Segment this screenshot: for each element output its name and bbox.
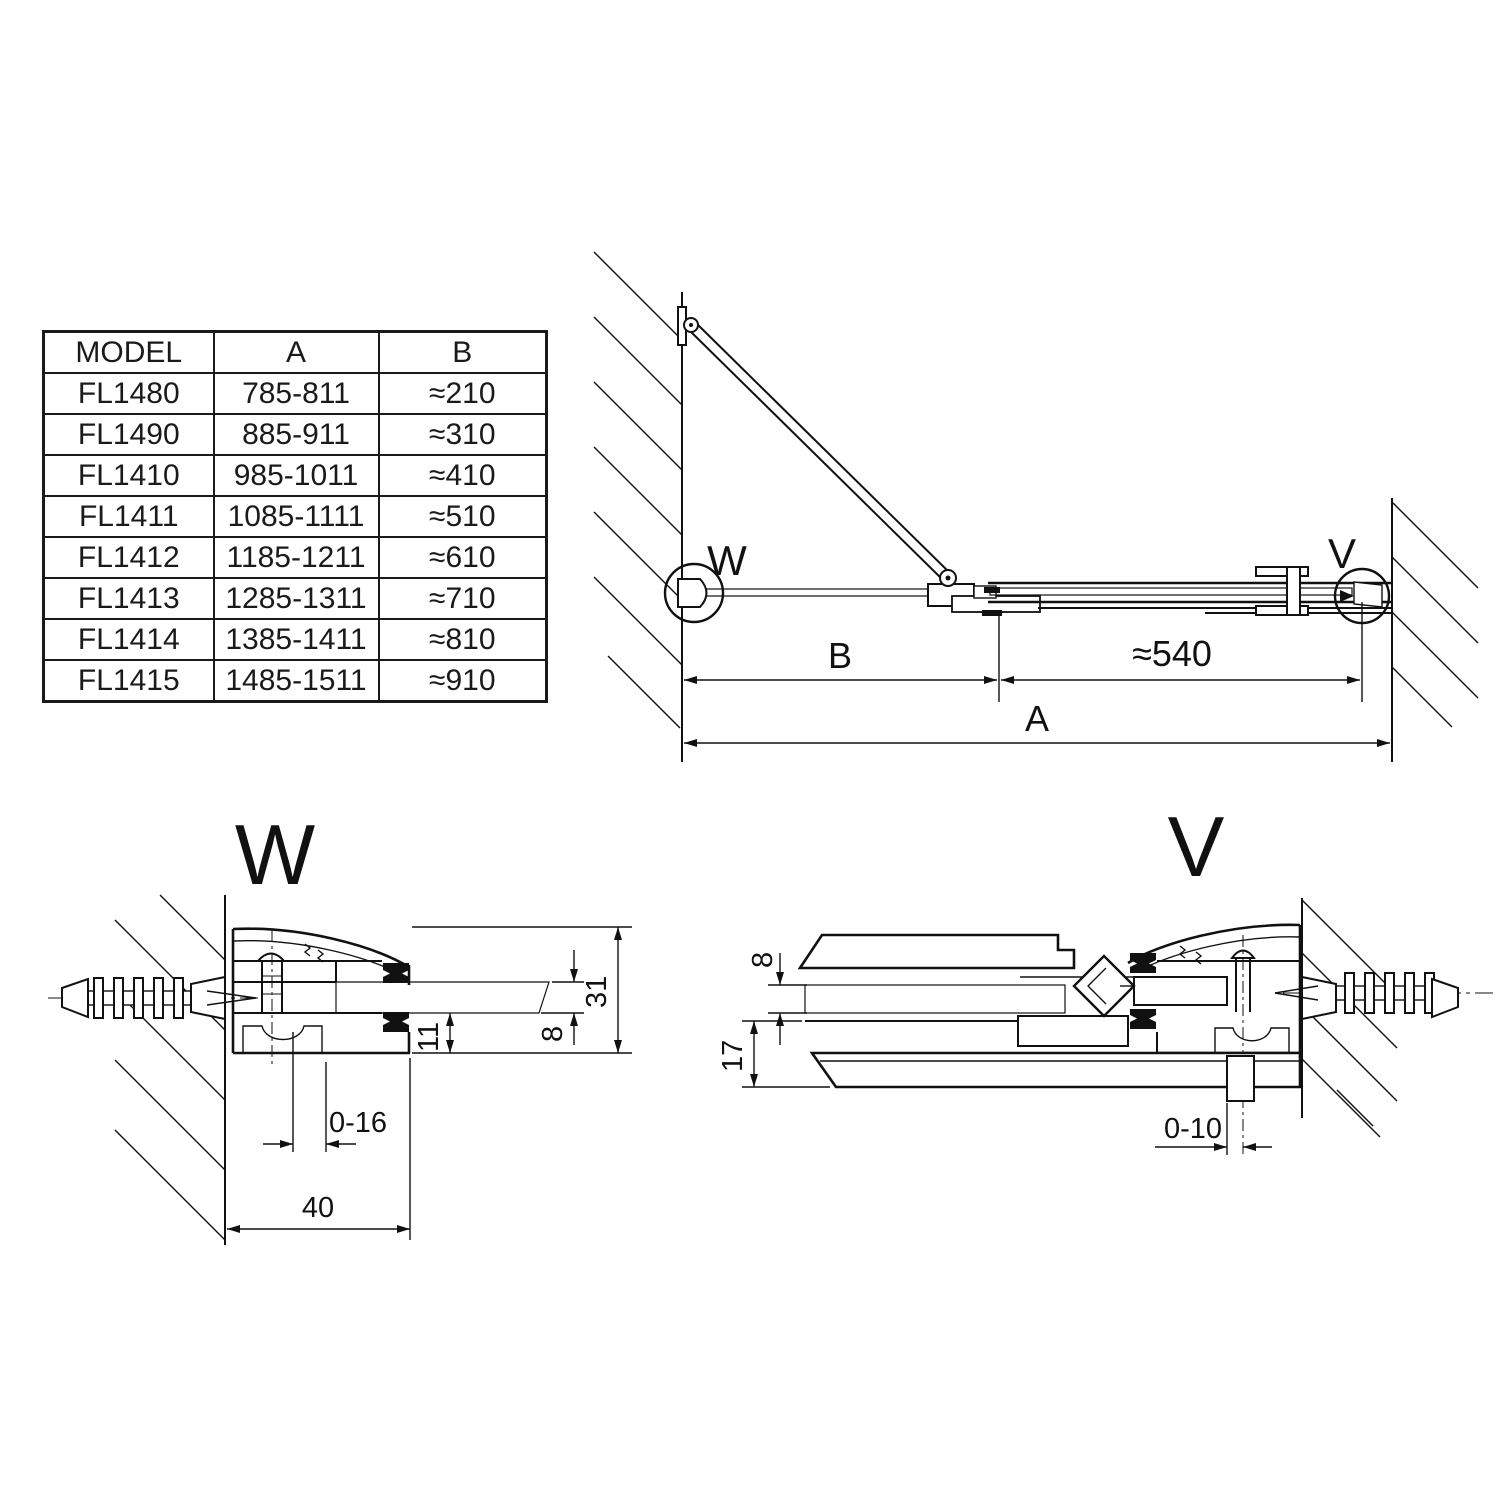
cell-a: 985-1011 [212,454,380,497]
dowel-tip [61,977,89,1019]
wall-profile-small [1353,581,1383,608]
cell-model: FL1411 [42,495,215,538]
cell-a: 785-811 [212,372,380,415]
gasket-top [1130,953,1156,973]
profile-cover [232,927,410,969]
dim-label-40: 40 [302,1192,334,1224]
dim-label-0-10: 0-10 [1164,1113,1222,1145]
cell-model: FL1412 [42,536,215,579]
dim-label-glass-8: 8 [537,1026,569,1042]
dim-label-11: 11 [413,1022,445,1052]
dim-label-b: B [828,635,852,676]
gasket-bottom [383,1012,409,1032]
cell-a: 885-911 [212,413,380,456]
table-row: FL1411 1085-1111 ≈510 [42,495,548,538]
detail-marker-v: V [1328,530,1356,577]
table-row: FL1490 885-911 ≈310 [42,413,548,456]
seal-tip [1340,590,1354,602]
dim-label-glass-8: 8 [747,952,779,968]
glass-panel-section [335,981,550,1014]
cell-a: 1185-1211 [212,536,380,579]
cell-b: ≈910 [377,659,548,703]
table-header-row: MODEL A B [42,330,548,374]
door-bottom-profile [1017,1015,1129,1047]
table-row: FL1410 985-1011 ≈410 [42,454,548,497]
door-bracket [1255,566,1309,577]
header-a: A [212,330,380,374]
gasket-top [383,963,409,983]
cell-a: 1085-1111 [212,495,380,538]
wall-profile-small-left [677,578,708,608]
table-row: FL1414 1385-1411 ≈810 [42,618,548,661]
cell-model: FL1415 [42,659,215,703]
table-row: FL1480 785-811 ≈210 [42,372,548,415]
cell-model: FL1490 [42,413,215,456]
cell-b: ≈410 [377,454,548,497]
fixed-glass-panel [681,588,929,597]
table-row: FL1413 1285-1311 ≈710 [42,577,548,620]
screw-head [255,952,287,962]
cell-model: FL1480 [42,372,215,415]
foot-block [1226,1055,1255,1102]
screw-head [1230,949,1256,959]
cell-b: ≈810 [377,618,548,661]
dim-label-540: ≈540 [1132,633,1212,674]
arrow-seal [1072,954,1136,1018]
detail-circle-w [663,562,725,624]
cell-b: ≈310 [377,413,548,456]
top-view-drawing: W V B ≈540 A [593,251,1479,762]
dim-label-a: A [1025,698,1049,739]
table-row: FL1412 1185-1211 ≈610 [42,536,548,579]
seal-pocket [1133,976,1228,1006]
cell-a: 1285-1311 [212,577,380,620]
dim-label-31: 31 [581,976,613,1008]
cell-model: FL1410 [42,454,215,497]
cell-model: FL1414 [42,618,215,661]
detail-w-drawing: W [48,808,632,1245]
detail-v-title: V [1168,800,1225,895]
size-table: MODEL A B FL1480 785-811 ≈210 FL1490 885… [42,330,548,703]
dim-label-0-16: 0-16 [329,1107,387,1139]
table-row: FL1415 1485-1511 ≈910 [42,659,548,703]
cell-b: ≈510 [377,495,548,538]
cell-model: FL1413 [42,577,215,620]
cell-a: 1485-1511 [212,659,380,703]
header-b: B [377,330,548,374]
detail-marker-w: W [707,537,747,584]
gasket-bottom [1130,1009,1156,1029]
cell-a: 1385-1411 [212,618,380,661]
glass-panel-section [804,984,1066,1014]
cell-b: ≈710 [377,577,548,620]
detail-v-drawing: V [717,800,1498,1155]
cell-b: ≈210 [377,372,548,415]
detail-w-title: W [235,808,315,903]
header-model: MODEL [42,330,215,374]
door-top-profile [797,933,1076,970]
cell-b: ≈610 [377,536,548,579]
dowel-tip [1431,977,1459,1019]
dim-label-17: 17 [717,1040,749,1072]
